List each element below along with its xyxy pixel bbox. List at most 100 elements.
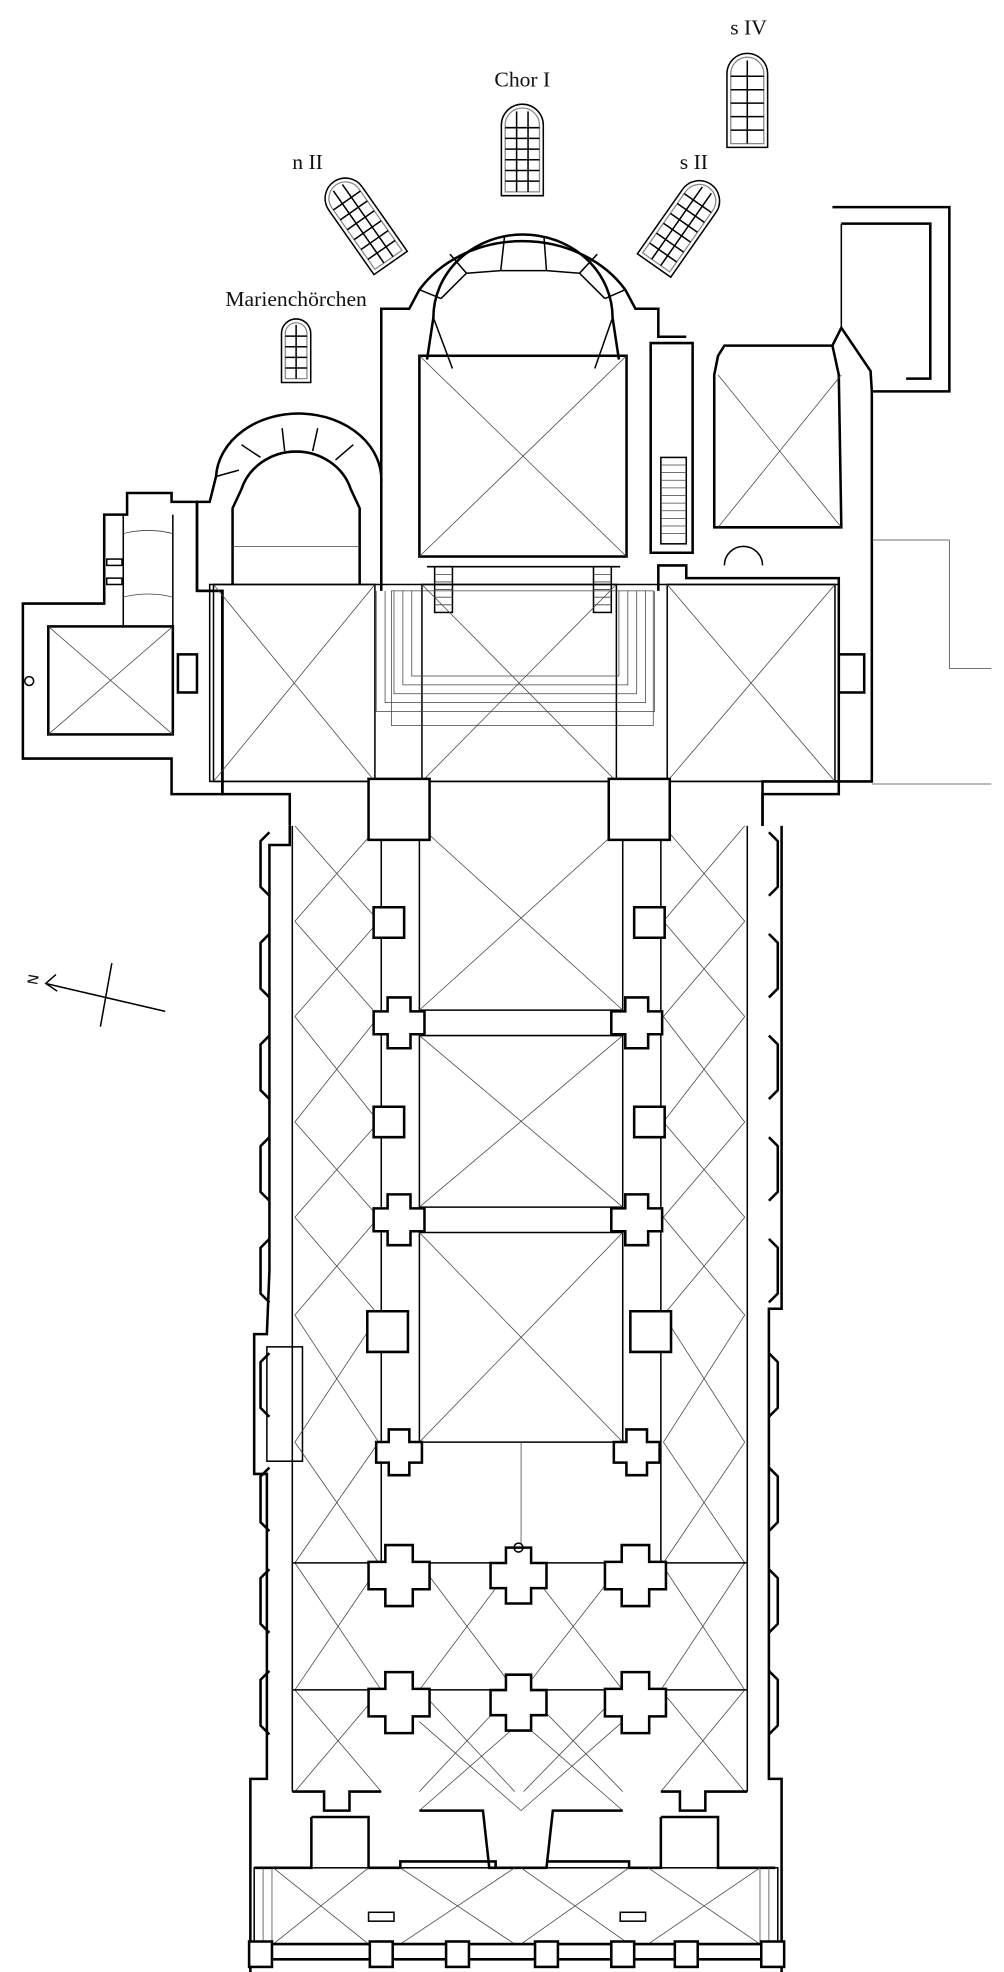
buttress-south [767,1568,780,1634]
pier [374,1428,424,1477]
pier [367,1543,431,1608]
vault-rib [660,1689,746,1792]
buttress-south [767,1352,780,1418]
transept-bay [421,583,618,783]
window-n-ii [324,177,409,276]
label-n-ii: n II [292,150,323,174]
vault-rib [294,825,380,922]
main-choir [379,233,687,614]
buttress-south [767,1034,780,1100]
buttress-south [767,1466,780,1532]
buttress-north [259,831,271,897]
pier [610,996,664,1050]
vault-rib [520,1721,623,1811]
buttress-north [259,1034,271,1100]
west-pier [444,1940,471,1969]
pier [367,1670,431,1735]
vault-rib [294,1016,380,1123]
west-pier [673,1940,699,1969]
choir-steps [375,590,655,726]
vault-rib [663,825,746,922]
pier [366,1310,410,1354]
pier [610,1193,664,1247]
label-s-iv: s IV [730,15,767,39]
buttress-north [259,1466,271,1532]
west-piers [247,1940,786,1969]
west-pier [533,1940,560,1969]
transept-vaults [212,583,836,783]
buttress-south [767,933,780,999]
pier [372,1105,406,1139]
piers [366,777,673,1735]
pier [612,1428,661,1477]
vault-rib [663,1441,746,1564]
pier [603,1670,668,1735]
west-pier [759,1940,786,1969]
pier [629,1310,673,1354]
vault-rib [294,1121,380,1218]
buttress-north [259,1669,271,1736]
westwork [247,1790,786,1969]
buttress-north [259,1352,271,1418]
window-s-iv [726,52,769,149]
label-marienchoerchen: Marienchörchen [225,287,367,311]
buttress-north [259,1136,271,1202]
west-pier [247,1940,274,1969]
vault-rib [663,1314,746,1443]
window-chor-i [500,103,545,197]
transept-bay [212,583,376,783]
transept [176,564,866,826]
nave-vaults [292,825,748,1811]
north-arrow-icon: N [25,962,166,1027]
pier [489,1673,548,1732]
window-marienchoerchen [280,318,312,384]
pier [632,905,666,939]
north-annex [21,491,224,796]
vault-rib [663,1217,746,1316]
vault-rib [419,825,623,1011]
south-annex [649,205,992,826]
pier [372,1193,426,1247]
vault-rib [419,1232,624,1443]
buttress-north [259,933,271,999]
vault-rib [294,1689,382,1792]
buttresses [259,831,780,1736]
compass-north-label: N [25,973,43,986]
vault-rib [419,1035,623,1208]
vault-rib [294,1217,380,1316]
stair-left [433,565,454,614]
pier [372,905,406,939]
window-group [280,52,769,384]
vault-rib [663,1016,746,1123]
pier [372,996,426,1050]
buttress-south [767,1136,780,1202]
nave [249,777,783,1972]
buttress-south [767,1669,780,1736]
vault-rib [294,1314,380,1443]
buttress-south [767,1237,780,1304]
pier [607,777,672,842]
vault-rib [294,920,380,1017]
label-chor-i: Chor I [494,67,550,91]
transept-bay [666,583,836,783]
vault-rib [294,1562,382,1691]
vault-rib [663,920,746,1017]
label-s-ii: s II [680,150,708,174]
buttress-north [259,1568,271,1634]
pier [367,777,431,842]
marienchoerchen-chapel [195,412,383,591]
buttress-north [259,1237,271,1304]
pier [632,1105,666,1139]
vault-rib [294,1441,380,1564]
pier [489,1546,548,1605]
vault-rib [419,1721,522,1811]
window-s-ii [636,179,721,279]
west-pier [368,1940,394,1969]
vault-rib [663,1121,746,1218]
stair-right [592,565,613,614]
vault-rib [660,1562,746,1691]
stair-south [660,456,688,545]
west-pier [610,1940,636,1969]
buttress-south [767,831,780,897]
